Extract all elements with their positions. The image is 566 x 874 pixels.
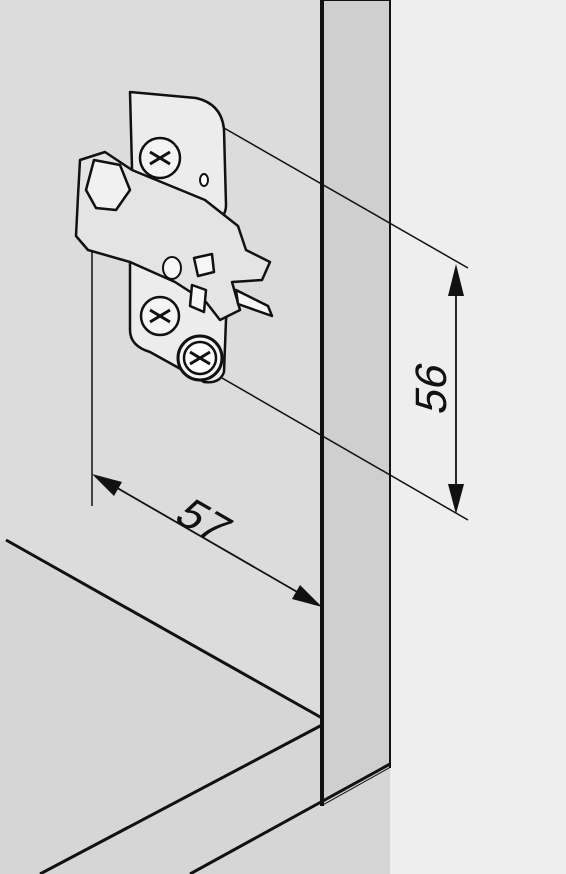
hinge-slot (188, 283, 208, 314)
dimension-width-line (99, 477, 319, 605)
screw-top (138, 136, 182, 180)
hinge-cam (192, 252, 216, 278)
extension-line-top (223, 127, 469, 269)
cam-adjust-screw (162, 256, 182, 280)
dimension-width (92, 474, 322, 607)
hinge-clip (84, 158, 132, 212)
bottom-panel-back-edge (5, 538, 323, 720)
dimension-width-arrow-left (92, 474, 122, 496)
dimension-height-arrow-bottom (448, 484, 464, 514)
background-right (390, 0, 566, 874)
plate-hole (199, 173, 209, 187)
hinge-tab (234, 288, 274, 318)
extension-line-bottom (221, 377, 469, 521)
cabinet-bottom-panel (0, 540, 390, 874)
bottom-panel-front-edge-2 (189, 762, 391, 874)
dimension-width-arrow-right (292, 585, 322, 607)
dimension-height (448, 264, 464, 514)
screw-middle (139, 295, 181, 337)
dimension-height-arrow-top (448, 264, 464, 296)
bottom-panel-front-edge (39, 723, 323, 874)
screw-bottom (176, 334, 224, 382)
side-panel-edge (321, 0, 391, 808)
dimension-height-label: 56 (408, 358, 456, 419)
